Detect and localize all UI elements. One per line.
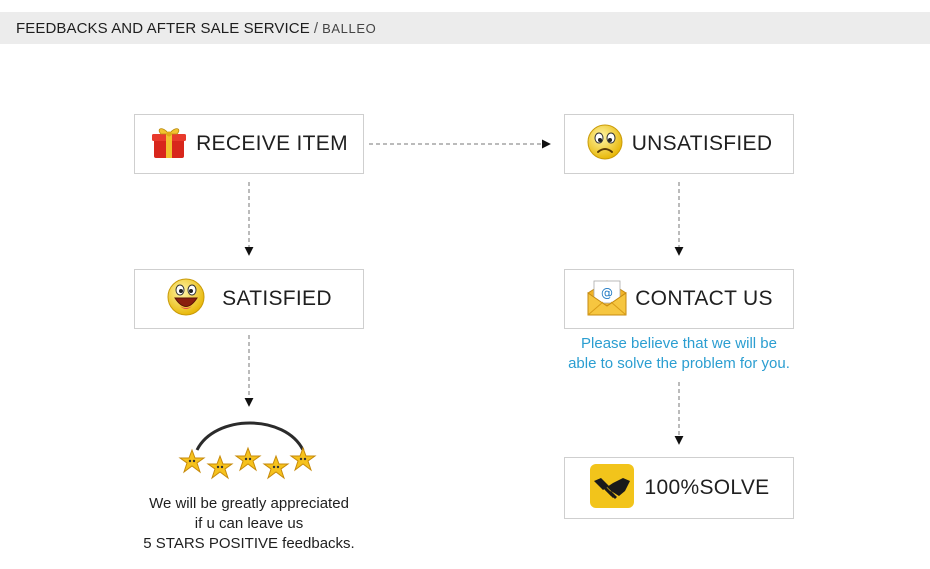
feedback-note-line: We will be greatly appreciated [149,495,349,512]
page-title: FEEDBACKS AND AFTER SALE SERVICE [16,20,310,37]
email-envelope-icon: @ [585,275,629,324]
contact-note: Please believe that we will be able to s… [548,334,810,374]
happy-face-icon [166,277,206,322]
star-icon [178,448,206,474]
node-solve: 100%SOLVE [564,457,794,519]
star-icon [289,446,317,472]
node-unsatisfied: UNSATISFIED [564,114,794,174]
contact-note-line: able to solve the problem for you. [568,355,790,372]
node-receive-item: RECEIVE ITEM [134,114,364,174]
node-receive-item-label: RECEIVE ITEM [196,132,348,155]
node-satisfied-label: SATISFIED [222,287,332,310]
star-icon [262,454,290,480]
feedback-note-line: if u can leave us [194,515,304,532]
feedback-note: We will be greatly appreciated if u can … [118,494,380,554]
header-separator: / [313,20,319,37]
section-header: FEEDBACKS AND AFTER SALE SERVICE/BALLEO [0,12,930,44]
sad-face-icon [586,123,624,166]
header-title-line: FEEDBACKS AND AFTER SALE SERVICE/BALLEO [16,20,376,37]
five-stars-icon [178,421,317,480]
star-icon [234,446,262,472]
node-solve-label: 100%SOLVE [644,476,770,499]
node-contact-us: @ CONTACT US [564,269,794,329]
node-unsatisfied-label: UNSATISFIED [631,132,773,155]
feedback-note-line: 5 STARS POSITIVE feedbacks. [143,535,355,552]
handshake-icon [589,463,635,514]
contact-note-line: Please believe that we will be [581,335,777,352]
node-contact-us-label: CONTACT US [635,287,773,310]
brand-name: BALLEO [322,21,377,36]
gift-icon [150,123,188,166]
star-icon [206,454,234,480]
node-satisfied: SATISFIED [134,269,364,329]
svg-text:@: @ [601,286,613,300]
